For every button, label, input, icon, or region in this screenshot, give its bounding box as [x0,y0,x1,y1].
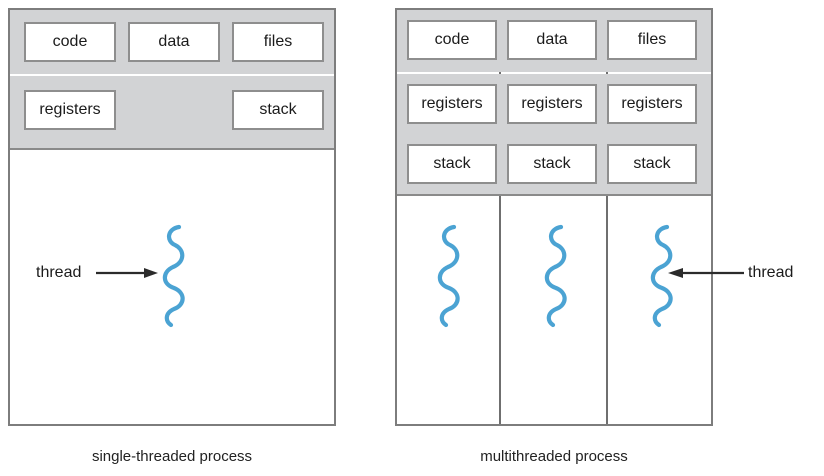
caption-multithreaded-process: multithreaded process [480,448,628,465]
single-threaded-process-box: code data files registers stack [8,8,336,426]
cell-data: data [128,22,220,62]
cell-registers: registers [407,84,497,124]
cell-files: files [232,22,324,62]
cell-registers: registers [507,84,597,124]
thread-annotation-label-left: thread [36,264,82,281]
cell-files: files [607,20,697,60]
cell-code: code [24,22,116,62]
cell-stack: stack [507,144,597,184]
cell-code: code [407,20,497,60]
multi-registers-band: registers registers registers [397,74,711,136]
caption-single-threaded-process: single-threaded process [91,448,253,465]
cell-stack: stack [407,144,497,184]
thread-column-divider [499,68,501,424]
thread-column-divider [606,68,608,424]
single-thread-resources-band: registers stack [10,76,334,150]
cell-data: data [507,20,597,60]
multi-stacks-band: stack stack stack [397,136,711,196]
multithreaded-process-box: code data files registers registers regi… [395,8,713,426]
single-shared-resources-band: code data files [10,10,334,74]
cell-stack: stack [607,144,697,184]
cell-stack: stack [232,90,324,130]
multi-shared-resources-band: code data files [397,10,711,72]
cell-registers: registers [24,90,116,130]
thread-annotation-label-right: thread [748,264,794,281]
cell-registers: registers [607,84,697,124]
